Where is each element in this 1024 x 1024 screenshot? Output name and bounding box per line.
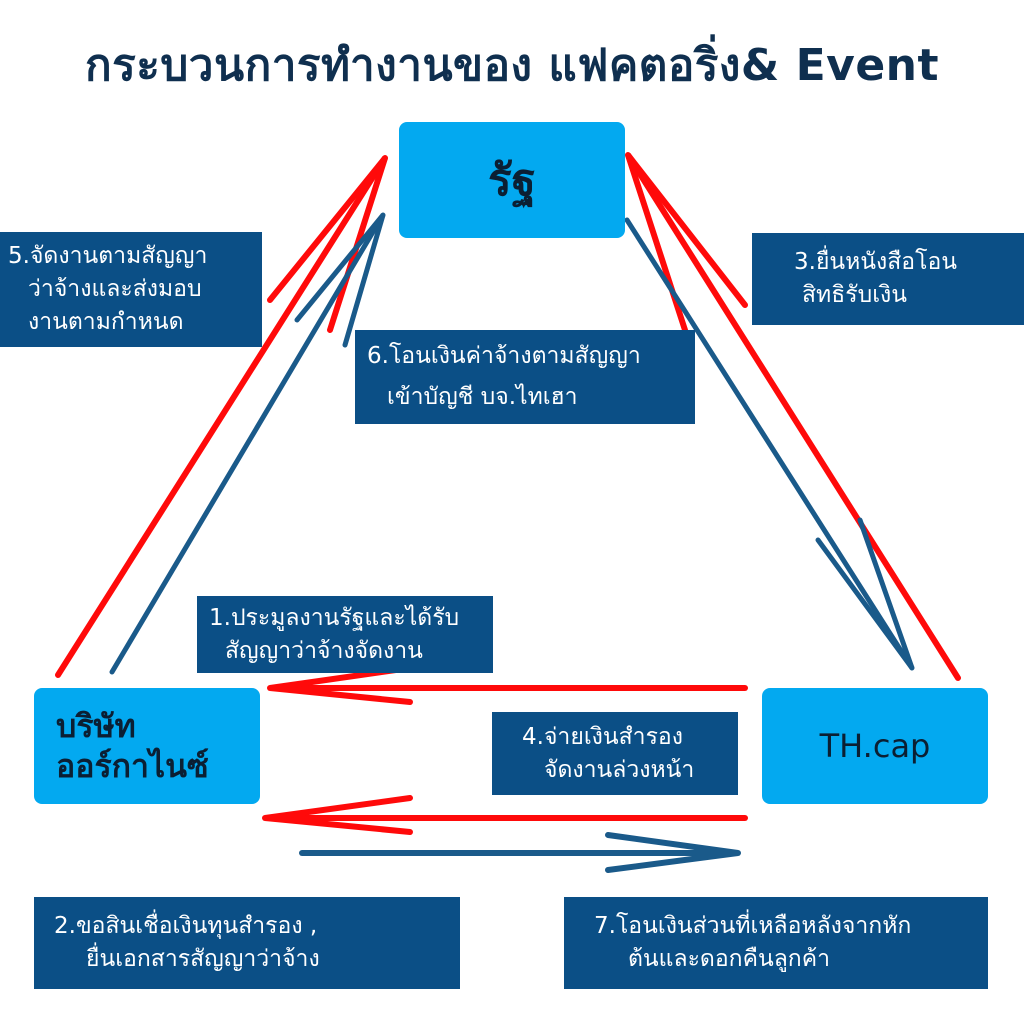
step4-line2: จัดงานล่วงหน้า [544, 756, 695, 783]
step1-label: 1.ประมูลงานรัฐและได้รับ สัญญาว่าจ้างจัดง… [197, 596, 493, 673]
step3-label: 3.ยื่นหนังสือโอน สิทธิรับเงิน [752, 233, 1024, 325]
step2-label: 2.ขอสินเชื่อเงินทุนสำรอง , ยื่นเอกสารสัญ… [34, 897, 460, 989]
node-organizer-line2: ออร์กาไนซ์ [56, 747, 209, 785]
node-organizer: บริษัท ออร์กาไนซ์ [34, 688, 260, 804]
page-title: กระบวนการทำงานของ แฟคตอริ่ง& Event [84, 40, 940, 91]
arrow-upper-red [267, 665, 748, 705]
step6-line2: เข้าบัญชี บจ.ไทเฮา [387, 384, 578, 410]
step2-line1: 2.ขอสินเชื่อเงินทุนสำรอง , [54, 913, 318, 939]
arrow-lower-red [262, 795, 748, 835]
step2-line2: ยื่นเอกสารสัญญาว่าจ้าง [86, 946, 320, 972]
step5-line2: ว่าจ้างและส่งมอบ [28, 276, 202, 302]
step3-line1: 3.ยื่นหนังสือโอน [794, 249, 957, 275]
step7-line2: ต้นและดอกคืนลูกค้า [628, 946, 831, 972]
node-government: รัฐ [399, 122, 625, 238]
step5-line1: 5.จัดงานตามสัญญา [8, 243, 208, 269]
step4-line1: 4.จ่ายเงินสำรอง [522, 723, 683, 750]
step5-line3: งานตามกำหนด [28, 309, 184, 335]
step6-line1: 6.โอนเงินค่าจ้างตามสัญญา [367, 343, 641, 369]
step1-line2: สัญญาว่าจ้างจัดงาน [225, 637, 423, 664]
node-government-label: รัฐ [488, 155, 536, 206]
arrow-step6-blue [109, 212, 386, 675]
step7-label: 7.โอนเงินส่วนที่เหลือหลังจากหัก ต้นและดอ… [564, 897, 988, 989]
node-thcap: TH.cap [762, 688, 988, 804]
step6-label: 6.โอนเงินค่าจ้างตามสัญญา เข้าบัญชี บจ.ไท… [355, 330, 695, 424]
step1-line1: 1.ประมูลงานรัฐและได้รับ [209, 604, 460, 631]
step5-label: 5.จัดงานตามสัญญา ว่าจ้างและส่งมอบ งานตาม… [0, 232, 262, 347]
node-organizer-line1: บริษัท [56, 707, 136, 745]
step4-label: 4.จ่ายเงินสำรอง จัดงานล่วงหน้า [492, 712, 738, 795]
arrow-gov-to-thcap-blue [624, 217, 915, 671]
arrow-step3-red [625, 152, 961, 681]
step7-line1: 7.โอนเงินส่วนที่เหลือหลังจากหัก [594, 913, 912, 939]
arrow-step2-blue [299, 832, 741, 873]
step3-line2: สิทธิรับเงิน [802, 282, 908, 308]
node-thcap-label: TH.cap [819, 727, 931, 765]
